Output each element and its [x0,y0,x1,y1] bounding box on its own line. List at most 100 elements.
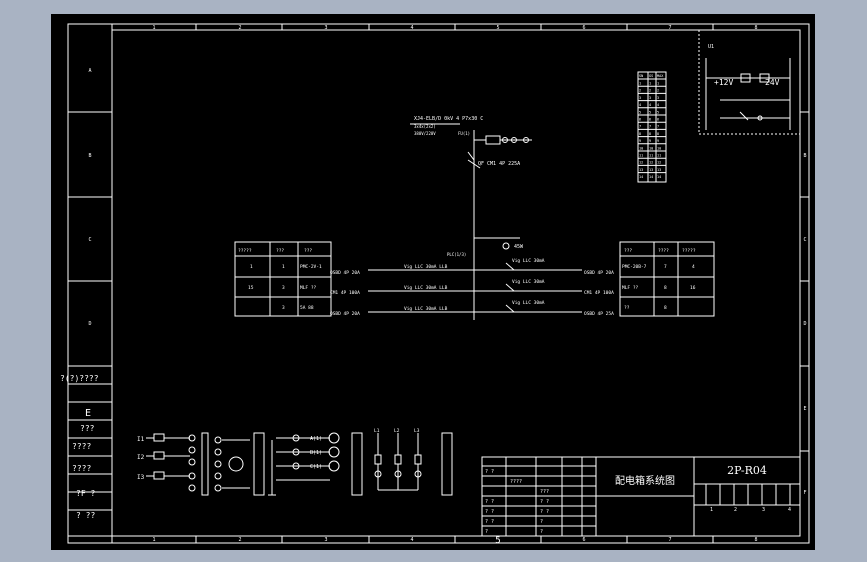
sheet [51,14,815,550]
right-table-r2c1: MLF ?? [622,285,639,291]
right-table-h3: ????? [682,248,696,254]
legend-cell: 12 [639,161,643,165]
ruler-bottom-8: 8 [754,537,757,543]
title-block: 配电箱系统图 2P-R04 ? ? ???? ??? ? ? ? ? ? ? ?… [481,456,801,537]
ruler-right-d: D [803,321,806,327]
feeders: OSBD 4P 20A CM1 4P 100A OSBD 4P 20A Vig … [330,258,614,317]
supply-note-3: 380V/220V [414,131,436,136]
ruler-bottom-5: 5 [495,536,500,546]
control-circuit-box: U1 +12V 24V [698,30,800,135]
left-strip-row-4: ???? [72,442,91,451]
legend-cell: 1 [649,82,651,86]
phase-label-3: I3 [137,474,145,481]
aux-label-3: L3 [414,428,420,434]
ruler-top-7: 7 [668,25,671,31]
legend-cell: 7 [657,125,659,129]
legend-cell: 5 [657,110,659,114]
legend-cell: 8 [657,132,659,136]
ruler-left-a: A [88,68,91,74]
ruler-bottom-2: 2 [238,537,241,543]
feeder-right-label-1: OSBD 4P 20A [584,270,614,276]
ct-label-1: A(1) [310,436,322,442]
left-strip-row-1: ?(?)???? [60,374,99,383]
left-table-h3: ??? [304,248,312,254]
feeder-right-breaker-2: Vig LLC 30mA [512,279,545,285]
right-table-h2: ???? [658,248,669,254]
control-box-top-label: U1 [708,44,714,50]
right-table-r1c1: PMC-20B-7 [622,264,647,270]
ruler-right-b: B [803,153,806,159]
bottom-ruler: 1 2 3 4 5 6 7 8 [111,536,758,546]
ruler-bottom-6: 6 [582,537,585,543]
legend-cell: 4 [639,103,641,107]
ruler-left-d: D [88,321,91,327]
right-table-r3c2: 8 [664,305,667,311]
legend-cell: 12 [649,161,653,165]
fuse-label: FU(1) [458,131,470,136]
legend-cell: 9 [639,139,641,143]
ruler-top-6: 6 [582,25,585,31]
feeder-mid-label-2: Vig LLC 30mA LLB [404,285,448,291]
legend-cell: 13 [639,168,643,172]
legend-cell: 14 [639,175,643,179]
left-strip: ?(?)???? E ??? ???? ???? ?F ? ? ?? [60,365,113,537]
left-table-r3c3: 5A 88 [300,305,314,311]
feeder-mid-label-1: Vig LLC 30mA LLB [404,264,448,270]
feeder-mid-label-3: Vig LLC 30mA LLB [404,306,448,312]
ruler-bottom-4: 4 [410,537,413,543]
left-table-r2c1: 15 [248,285,254,291]
legend-header-3: MAX [657,74,664,78]
left-table-h1: ????? [238,248,252,254]
left-strip-row-7: ? ?? [76,511,95,520]
right-table-r1c3: 4 [692,264,695,270]
feeder-right-breaker-3: Vig LLC 30mA [512,300,545,306]
legend-cell: 8 [639,132,641,136]
ruler-right-e: E [803,406,806,412]
phase-label-1: I1 [137,436,145,443]
legend-cell: 9 [657,139,659,143]
label-24v: 24V [765,78,780,87]
right-load-table: ??? ???? ????? PMC-20B-7 7 4 MLF ?? 8 16… [619,241,715,317]
legend-cell: 11 [657,154,661,158]
legend-cell: 9 [649,139,651,143]
ruler-right-c: C [803,237,806,243]
outer-frame [67,23,810,544]
tb-bottom-4: 4 [788,507,791,513]
inner-frame [111,29,801,537]
right-table-r3c1: ?? [624,305,630,311]
feeder-left-label-2: CM1 4P 100A [330,290,360,296]
legend-cell: 2 [649,89,651,93]
tb-bottom-1: 1 [710,507,713,513]
left-table-r3c2: 3 [282,305,285,311]
tb-cell-9: ? [540,519,543,525]
left-strip-row-6: ?F ? [76,489,95,498]
feeder-left-label-1: OSBD 4P 20A [330,270,360,276]
legend-cell: 13 [649,168,653,172]
ct-label-2: B(1) [310,450,322,456]
legend-cell: 5 [649,110,651,114]
tb-bottom-2: 2 [734,507,737,513]
left-table-h2: ??? [276,248,284,254]
aux-label-2: L2 [394,428,400,434]
ruler-right-f: F [803,490,806,496]
ruler-top-3: 3 [324,25,327,31]
ruler-bottom-3: 3 [324,537,327,543]
tb-bottom-3: 3 [762,507,765,513]
tb-cell-4: ? ? [485,499,494,505]
legend-header-1: SN [639,74,643,78]
left-strip-row-5: ???? [72,464,91,473]
tb-cell-1: ? ? [485,469,494,475]
legend-cell: 3 [657,96,659,100]
supply-note-1: XJ4-ELB/D 0kV 4 P7x30 C [414,116,483,122]
meter-label: 45W [514,244,524,250]
left-strip-row-3: ??? [80,424,95,433]
legend-cell: 6 [657,118,659,122]
label-plus12v: +12V [714,78,733,87]
legend-cell: 3 [639,96,641,100]
feeder-right-label-3: OSBD 4P 25A [584,311,614,317]
legend-cell: 7 [639,125,641,129]
legend-cell: 12 [657,161,661,165]
tb-cell-7: ? ? [540,509,549,515]
